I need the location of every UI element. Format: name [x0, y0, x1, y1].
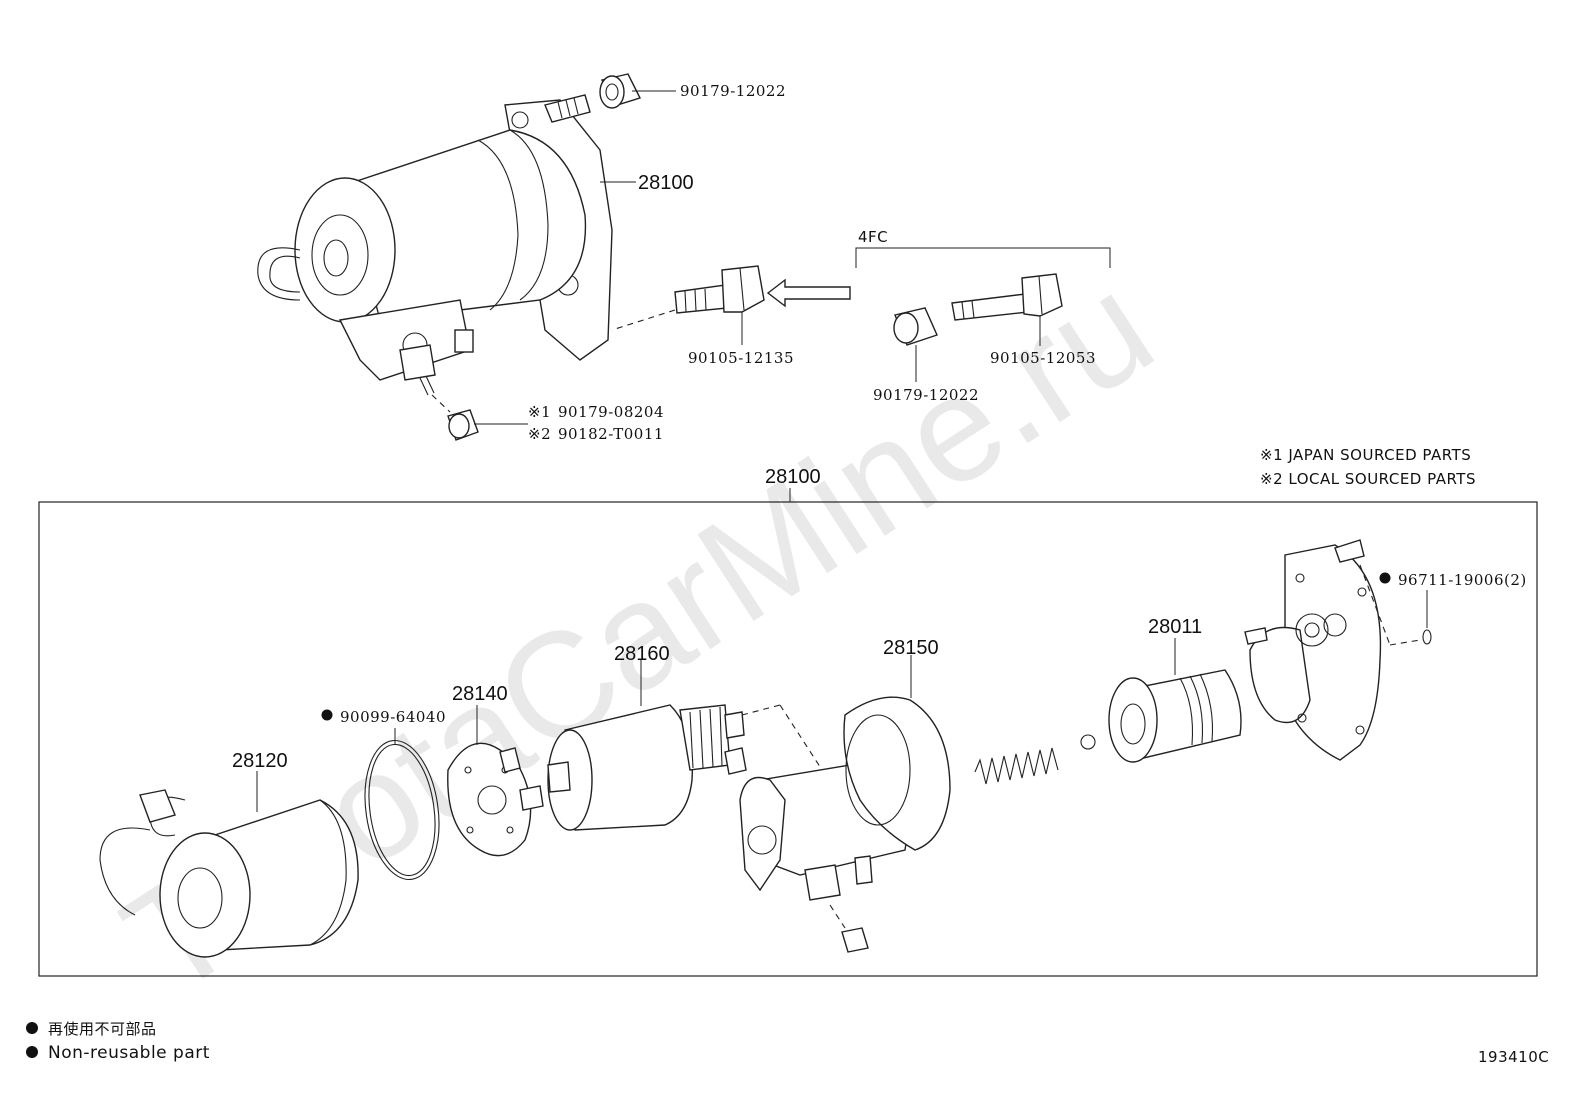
- part-label-armature: 28160: [614, 643, 670, 665]
- exploded-assembly-label: 28100: [765, 466, 821, 488]
- note-mark-1: ※1: [528, 403, 551, 421]
- spring-drawing: [974, 747, 1059, 785]
- ball-drawing: [1080, 734, 1096, 750]
- brush-holder-drawing: [447, 705, 544, 857]
- part-number-bolt-left: 90105-12135: [688, 349, 794, 367]
- sourcing-note-japan: ※1 JAPAN SOURCED PARTS: [1260, 446, 1471, 464]
- part-label-brush-holder: 28140: [452, 683, 508, 705]
- bolt-right-drawing: [951, 273, 1063, 346]
- part-number-washer: 96711-19006(2): [1398, 571, 1527, 589]
- bolt-left-drawing: [611, 265, 765, 345]
- exploded-view-frame: [38, 501, 1538, 977]
- part-number-nut-right: 90179-12022: [873, 386, 979, 404]
- housing-drawing: [724, 655, 951, 953]
- part-number-o-ring: 90099-64040: [340, 708, 446, 726]
- non-reusable-mark-washer: [1379, 572, 1391, 584]
- legend-text-en: Non-reusable part: [48, 1043, 210, 1063]
- part-label-yoke: 28120: [232, 750, 288, 772]
- nut-top-drawing: [599, 73, 676, 109]
- legend-bullet-en: [26, 1046, 38, 1058]
- part-number-terminal-nut-2: 90182-T0011: [558, 425, 664, 443]
- sourcing-note-local: ※2 LOCAL SOURCED PARTS: [1260, 470, 1476, 488]
- starter-assembly-label: 28100: [638, 172, 694, 194]
- part-label-housing: 28150: [883, 637, 939, 659]
- part-number-nut-top: 90179-12022: [680, 82, 786, 100]
- legend-bullet-jp: [26, 1022, 38, 1034]
- group-bracket: [855, 247, 1111, 268]
- diagram-code: 193410C: [1478, 1048, 1549, 1066]
- terminal-nut-drawing: [431, 394, 528, 441]
- armature-drawing: [547, 660, 836, 831]
- legend-text-jp: 再使用不可部品: [48, 1020, 157, 1038]
- part-number-terminal-nut-1: 90179-08204: [558, 403, 664, 421]
- drive-housing-drawing: [1244, 539, 1432, 761]
- part-label-clutch: 28011: [1148, 616, 1202, 638]
- yoke-drawing: [99, 771, 359, 958]
- group-code-label: 4FC: [858, 228, 888, 246]
- clutch-drawing: [1108, 638, 1242, 763]
- nut-right-drawing: [893, 307, 938, 382]
- starter-assembly-drawing: [257, 94, 613, 396]
- non-reusable-mark-o-ring: [321, 709, 333, 721]
- o-ring-drawing: [364, 728, 440, 881]
- replacement-arrow: [766, 278, 851, 308]
- part-number-bolt-right: 90105-12053: [990, 349, 1096, 367]
- note-mark-2: ※2: [528, 425, 551, 443]
